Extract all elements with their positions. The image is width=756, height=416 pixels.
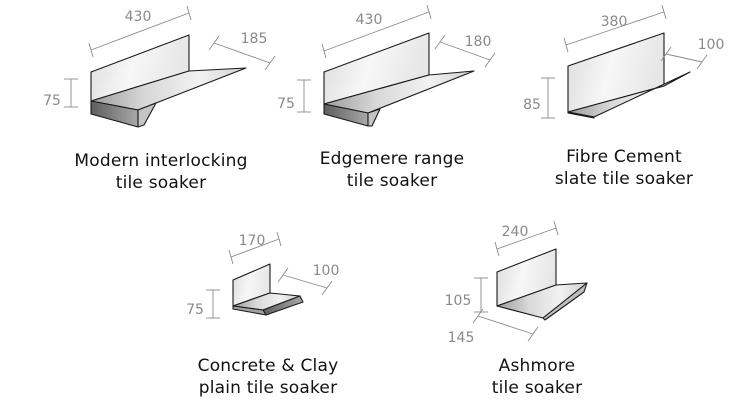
soaker-modern-length-label: 430 <box>125 9 152 25</box>
soaker-concrete-height-label: 75 <box>186 302 204 318</box>
soaker-ashmore: 240 105 145 <box>445 220 588 346</box>
caption-modern-line-2: tile soaker <box>115 173 207 193</box>
caption-fibre: Fibre Cement slate tile soaker <box>524 146 724 190</box>
soaker-fibre-dimension-lines <box>541 4 708 119</box>
soaker-concrete-shape <box>232 263 304 316</box>
soaker-ashmore-height-label: 105 <box>445 293 472 309</box>
soaker-ashmore-dimension-lines <box>472 220 559 342</box>
caption-concrete: Concrete & Clay plain tile soaker <box>168 355 368 399</box>
caption-edgemere: Edgemere range tile soaker <box>292 148 492 192</box>
caption-ashmore: Ashmore tile soaker <box>437 355 637 399</box>
soaker-edgemere: 430 180 75 <box>277 4 496 127</box>
soaker-modern-shape <box>90 34 247 128</box>
soaker-ashmore-length-label: 240 <box>502 224 529 240</box>
caption-edgemere-line-1: Edgemere range <box>319 149 465 169</box>
caption-modern: Modern interlocking tile soaker <box>51 150 271 194</box>
caption-concrete-line-2: plain tile soaker <box>198 378 338 398</box>
caption-ashmore-line-2: tile soaker <box>491 378 583 398</box>
caption-modern-line-1: Modern interlocking <box>74 151 248 171</box>
caption-fibre-line-2: slate tile soaker <box>554 169 694 189</box>
soaker-concrete: 170 100 75 <box>186 231 340 319</box>
soaker-edgemere-dimension-lines <box>297 4 496 113</box>
soaker-concrete-width-label: 100 <box>313 263 340 279</box>
caption-fibre-line-1: Fibre Cement <box>566 147 682 167</box>
soaker-fibre-shape <box>567 32 691 119</box>
soaker-ashmore-width-label: 145 <box>448 330 475 346</box>
soaker-concrete-length-label: 170 <box>239 233 266 249</box>
soaker-edgemere-length-label: 430 <box>356 12 383 28</box>
soaker-modern-dimension-lines <box>64 5 276 108</box>
soaker-modern-width-label: 185 <box>241 31 268 47</box>
soaker-edgemere-width-label: 180 <box>465 34 492 50</box>
soaker-fibre-width-label: 100 <box>698 37 725 53</box>
caption-ashmore-line-1: Ashmore <box>498 356 576 376</box>
soaker-edgemere-shape <box>323 32 475 127</box>
soaker-modern-height-label: 75 <box>43 93 61 109</box>
caption-concrete-line-1: Concrete & Clay <box>197 356 339 376</box>
soaker-fibre-length-label: 380 <box>601 14 628 30</box>
soaker-modern: 430 185 75 <box>43 5 276 128</box>
soaker-edgemere-height-label: 75 <box>277 96 295 112</box>
soaker-concrete-dimension-lines <box>206 231 333 319</box>
soaker-fibre: 380 100 85 <box>523 4 725 119</box>
soaker-ashmore-shape <box>496 248 588 321</box>
soaker-fibre-height-label: 85 <box>523 97 541 113</box>
caption-edgemere-line-2: tile soaker <box>346 171 438 191</box>
